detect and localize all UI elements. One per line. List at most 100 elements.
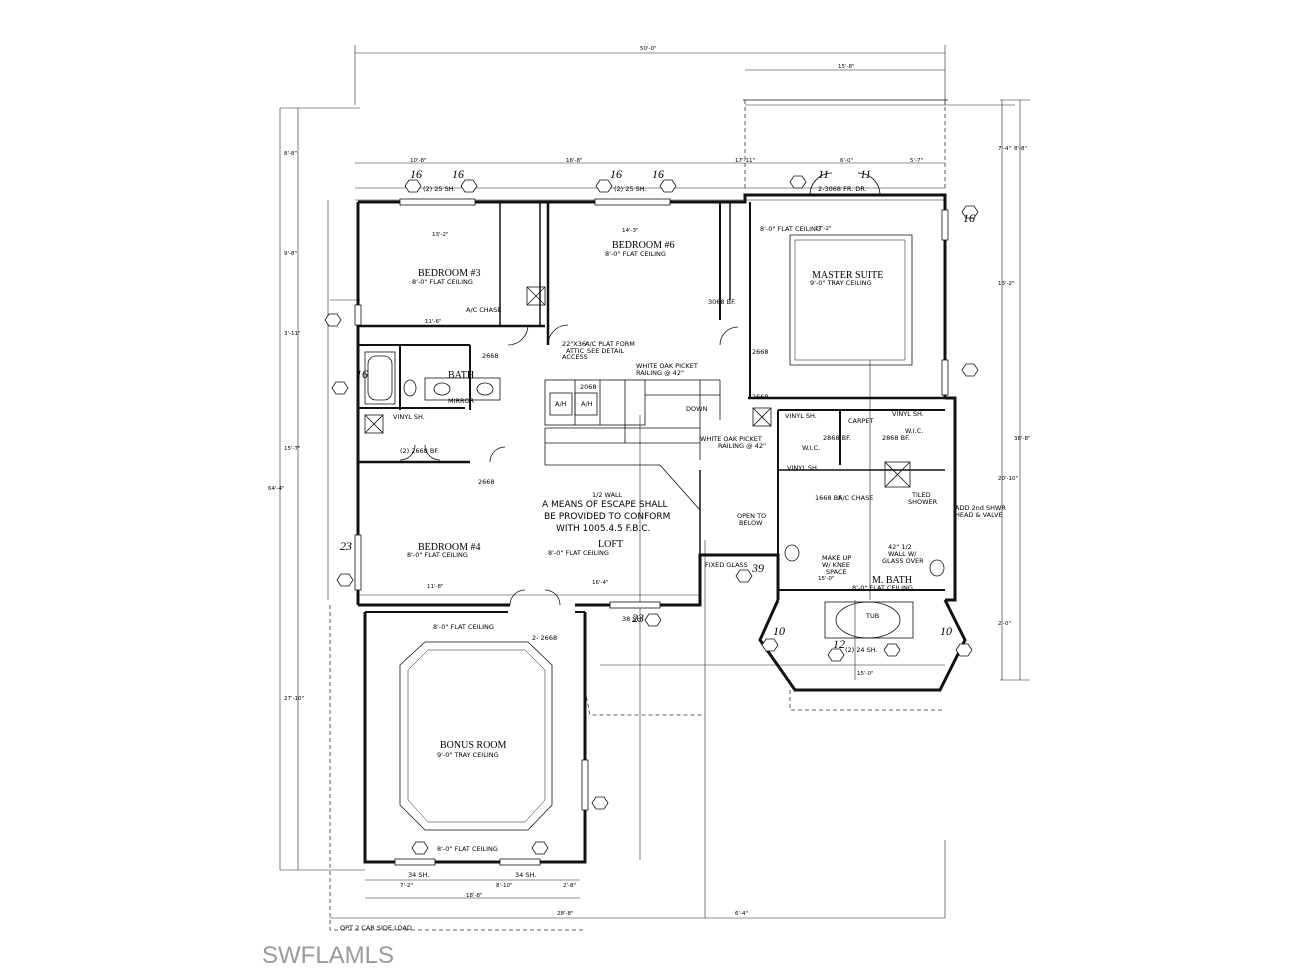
door-2668-bf: (2) 2668 BF. [400,447,439,455]
handwritten-annotations: 16 16 16 16 11 11 16 16 23 23 39 10 10 1… [340,167,975,651]
wall42-3: GLASS OVER [882,557,924,565]
railing1-line1: WHITE OAK PICKET [636,362,698,370]
dim-left-1: 8'-8" [284,151,297,157]
door-2868-a: 2868 BF. [823,434,851,442]
dim-left-5: 27'-10" [284,696,304,702]
dim-right-6: 2'-0" [998,621,1011,627]
bedroom3-ceiling: 8'-0" FLAT CEILING [412,278,473,286]
dim-d4: 6'-0" [840,158,853,164]
tiled-1: TILED [911,491,931,499]
hand-2: 16 [452,167,464,181]
dimension-lines [279,45,1030,919]
door-2068: 2068 [580,383,597,391]
down-note: DOWN [686,405,708,413]
dim-right-3: 13'-2" [998,281,1015,287]
makeup-1: MAKE UP [822,554,851,562]
bonus-name: BONUS ROOM [440,740,507,751]
hand-8: 16 [356,367,368,381]
dim-d18: 6'-4" [735,911,748,917]
loft-name: LOFT [598,539,623,550]
dimension-text: 50'-0" 15'-8" 10'-8" 16'-8" 17'-11" 6'-0… [268,46,1031,917]
master-name: MASTER SUITE [812,270,883,281]
loft-ceiling: 8'-0" FLAT CEILING [548,549,609,557]
open-below-2: BELOW [739,519,763,527]
stair [544,379,721,511]
window-34sh-2: 34 SH. [515,871,536,879]
door-3068: 3068 BF. [708,298,736,306]
add-shower-2: HEAD & VALVE [955,511,1003,519]
railing1-line2: RAILING @ 42" [636,369,684,377]
window-25sh-1: (2) 25 SH. [423,185,456,193]
half-wall-note: 1/2 WALL [592,491,623,499]
hand-1: 16 [410,167,422,181]
bedroom6-ceiling: 8'-0" FLAT CEILING [605,250,666,258]
bedroom3-name: BEDROOM #3 [418,268,481,279]
door-2-2668: 2- 2668 [532,634,557,642]
dim-d13: 28'-8" [557,911,574,917]
hand-10: 23 [632,611,644,625]
ac-platform-2: SEE DETAIL [587,347,624,355]
hand-9: 23 [340,539,352,553]
attic-1: 22"X36" [562,340,589,348]
dashed-outlines [329,99,948,931]
dim-left-total: 64'-4" [268,486,285,492]
dim-d19: 15'-0" [857,671,874,677]
flat-ceiling-bonus-bottom: 8'-0" FLAT CEILING [437,845,498,853]
bedroom6-name: BEDROOM #6 [612,240,675,251]
dim-top-right: 15'-8" [838,64,855,70]
railing2-line1: WHITE OAK PICKET [700,435,762,443]
door-2668-c: 2668 [752,348,769,356]
hand-11: 39 [751,561,764,575]
tiled-2: SHOWER [908,498,938,506]
dim-right-1: 7'-4" [998,146,1011,152]
window-tags [324,175,979,855]
window-25sh-2: (2) 25 SH. [614,185,647,193]
vinyl-1: VINYL SH. [393,413,425,421]
door-swings [399,172,881,606]
tub-label: TUB [865,612,879,620]
dim-d14: 18'-8" [466,893,483,899]
dim-right-4: 38'-8" [1014,436,1031,442]
add-shower-1: ADD 2nd SHWR [955,504,1006,512]
dim-right-2: 8'-8" [1014,146,1027,152]
door-2868-b: 2868 BF. [882,434,910,442]
door-2668-d: 2668 [752,393,769,401]
hand-5: 11 [818,167,829,181]
ah-1: A/H [555,400,567,408]
hand-14: 12 [833,637,845,651]
dim-d11: 16'-4" [592,580,609,586]
door-2668-b: 2668 [478,478,495,486]
ac-chase-top: A/C CHASE [466,306,501,314]
dim-d16: 8'-10" [496,883,513,889]
hand-7: 16 [963,211,975,225]
egress-note-line2: BE PROVIDED TO CONFORM [544,512,670,522]
dim-d2: 16'-8" [566,158,583,164]
bedroom4-name: BEDROOM #4 [418,542,481,553]
dim-d5: 5'-7" [910,158,923,164]
dim-d12: 15'-0" [818,576,835,582]
hand-3: 16 [610,167,622,181]
window-24sh: (2) 24 SH. [845,646,878,654]
fixed-glass: FIXED GLASS [705,561,748,569]
hand-4: 16 [652,167,664,181]
attic-2: ATTIC [566,347,585,355]
flat-ceiling-bonus-top: 8'-0" FLAT CEILING [433,623,494,631]
dim-left-2: 9'-8" [284,251,297,257]
bath-name: BATH [448,370,474,381]
garage-note: OPT 2 CAR SIDE LOAD [340,924,412,932]
dim-d17: 2'-8" [563,883,576,889]
dim-d15: 7'-2" [400,883,413,889]
egress-note-line3: WITH 1005.4.5 F.B.C. [556,524,650,534]
exterior-walls [356,193,967,864]
dim-left-3: 3'-11" [284,331,301,337]
open-below-1: OPEN TO [737,512,766,520]
ac-chase-mid: A/C CHASE [838,494,873,502]
dim-overall-top: 50'-0" [640,46,657,52]
master-ceiling: 9'-0" TRAY CEILING [810,279,872,287]
dim-left-4: 15'-7" [284,446,301,452]
interior-walls [358,202,945,613]
door-2668-a: 2668 [482,352,499,360]
watermark: SWFLAMLS [262,942,395,969]
tray-ceilings [399,234,913,831]
